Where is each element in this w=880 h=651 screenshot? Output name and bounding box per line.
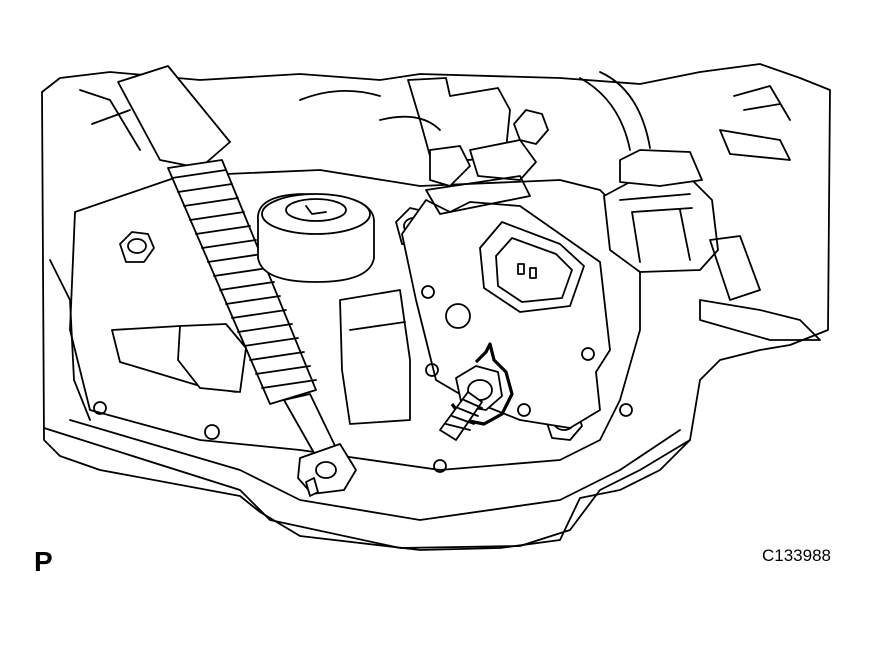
lock-washer-highlight — [450, 342, 514, 426]
side-bracket — [699, 129, 821, 341]
bolt-hole — [619, 403, 633, 417]
bolt-hole — [204, 424, 220, 440]
switch-connector — [479, 221, 585, 313]
wire-harness — [579, 71, 651, 151]
shift-cable-boot — [167, 159, 317, 405]
harness-connector-top — [407, 77, 537, 215]
shift-cable-sleeve — [117, 65, 231, 169]
illustration-code: C133988 — [762, 546, 832, 565]
valve-body — [69, 169, 641, 471]
position-label: P — [34, 546, 53, 577]
bolt-hole — [93, 401, 107, 415]
bolt — [119, 231, 155, 263]
solenoid-body — [339, 289, 411, 425]
solenoid — [257, 193, 375, 283]
shift-cable-pin — [315, 461, 337, 479]
harness-connector-right — [603, 149, 719, 273]
bolt-hole — [433, 459, 447, 473]
bolt — [513, 109, 549, 145]
oil-pan — [43, 427, 691, 549]
